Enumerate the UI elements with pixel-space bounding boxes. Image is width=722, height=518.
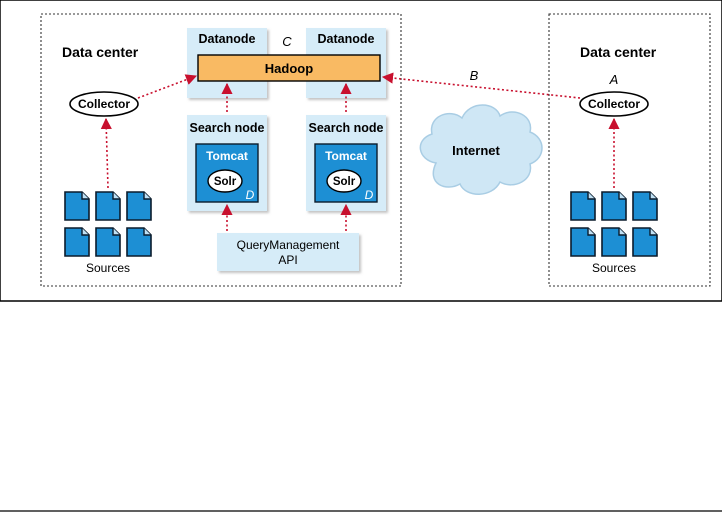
solr-right-label: Solr — [333, 176, 356, 188]
left-collector-label: Collector — [78, 97, 130, 111]
left-datacenter-title: Data center — [62, 44, 139, 60]
marker-b: B — [470, 68, 479, 83]
tomcat-left-label: Tomcat — [206, 149, 248, 163]
query-api-line2: API — [278, 253, 297, 267]
internet-label: Internet — [452, 143, 500, 158]
search-node-right-label: Search node — [308, 121, 383, 135]
right-sources — [570, 191, 658, 257]
hadoop-label: Hadoop — [265, 61, 313, 76]
internet-cloud: Internet — [419, 104, 543, 195]
solr-right-ellipse — [326, 169, 362, 193]
datanode-right-label: Datanode — [318, 32, 375, 46]
tomcat-right-label: Tomcat — [325, 149, 367, 163]
doc-icon — [64, 227, 90, 257]
doc-icon — [570, 227, 596, 257]
right-datacenter-box — [548, 13, 711, 287]
arrow-collector-to-hadoop — [137, 74, 198, 99]
marker-c: C — [282, 34, 292, 49]
left-sources — [64, 191, 152, 257]
right-sources-label: Sources — [592, 261, 636, 275]
marker-d-right: D — [365, 188, 374, 202]
doc-icon — [126, 191, 152, 221]
marker-d-left: D — [246, 188, 255, 202]
left-datacenter-box — [40, 13, 402, 287]
right-collector — [579, 91, 649, 117]
doc-icon — [95, 227, 121, 257]
right-datacenter-title: Data center — [580, 44, 657, 60]
marker-a: A — [609, 72, 619, 87]
solr-left-label: Solr — [214, 176, 237, 188]
doc-icon — [126, 227, 152, 257]
hadoop-bar — [197, 54, 381, 82]
search-node-left-label: Search node — [189, 121, 264, 135]
datanode-left-label: Datanode — [199, 32, 256, 46]
doc-icon — [601, 227, 627, 257]
arrow-remote-collector-to-hadoop — [381, 72, 581, 99]
left-sources-label: Sources — [86, 261, 130, 275]
doc-icon — [570, 191, 596, 221]
doc-icon — [95, 191, 121, 221]
query-api-box — [217, 233, 359, 271]
doc-icon — [632, 191, 658, 221]
left-collector — [69, 91, 139, 117]
doc-icon — [601, 191, 627, 221]
query-api-line1: QueryManagement — [237, 238, 340, 252]
solr-left-ellipse — [207, 169, 243, 193]
doc-icon — [632, 227, 658, 257]
outer-frame — [0, 0, 722, 302]
right-collector-label: Collector — [588, 97, 640, 111]
doc-icon — [64, 191, 90, 221]
arrow-left-sources-to-collector — [100, 117, 112, 189]
